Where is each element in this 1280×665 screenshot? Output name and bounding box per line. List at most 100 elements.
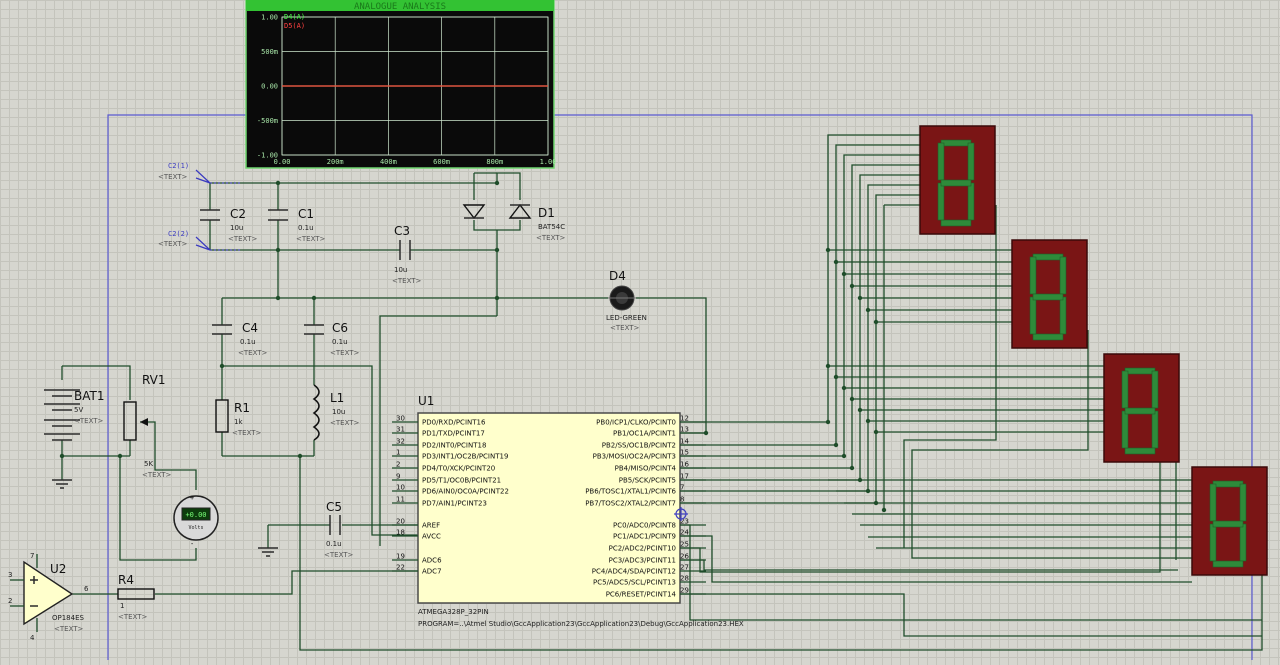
r1-name: R1 [234, 401, 250, 415]
display-segment [1121, 410, 1129, 449]
junction-dot [117, 453, 123, 459]
display-segment [937, 142, 945, 181]
display-segment [1124, 367, 1156, 375]
junction-dot [857, 477, 863, 483]
seven-segment-display-3[interactable] [1103, 353, 1180, 463]
u2-out-pin: 6 [84, 585, 89, 593]
u1-part: ATMEGA328P_32PIN [418, 608, 489, 616]
seven-segment-displays [919, 125, 1268, 576]
diode-d1[interactable]: D1 BAT54C <TEXT> [462, 203, 566, 242]
display-segment [1029, 256, 1037, 295]
capacitor-c2[interactable]: C2 10u <TEXT> [200, 207, 258, 243]
u1-pin-label: PC2/ADC2/PCINT10 [609, 545, 676, 553]
u1-pin-number: 16 [680, 461, 689, 469]
u1-pin-label: PC4/ADC4/SDA/PCINT12 [592, 568, 676, 576]
capacitor-c1[interactable]: C1 0.1u <TEXT> [268, 207, 326, 243]
c4-name: C4 [242, 321, 258, 335]
voltmeter[interactable]: +0.00 Volts + - [173, 494, 219, 548]
graph-x-tick: 400m [380, 158, 397, 166]
junction-dot [275, 295, 281, 301]
u1-pin-label: PD0/RXD/PCINT16 [422, 419, 486, 427]
graph-y-tick: 0.00 [261, 83, 278, 91]
junction-dot [297, 453, 303, 459]
u2-value: OP184ES [52, 614, 85, 622]
c3-text: <TEXT> [392, 277, 422, 285]
display-segment [1209, 523, 1217, 562]
c2-text: <TEXT> [228, 235, 258, 243]
display-segment [1059, 256, 1067, 295]
graph-y-tick: 1.00 [261, 14, 278, 22]
graph-x-tick: 1.00 [540, 158, 557, 166]
junction-dot [865, 488, 871, 494]
u2-pin-4: 4 [30, 634, 35, 642]
junction-dot [494, 295, 500, 301]
junction-dot [494, 180, 500, 186]
u1-pin-number: 15 [680, 449, 689, 457]
u1-program: PROGRAM=..\Atmel Studio\GccApplication23… [418, 620, 744, 628]
resistor-r1[interactable]: R1 1k <TEXT> [215, 399, 262, 437]
seven-segment-display-2[interactable] [1011, 239, 1088, 349]
sheet-border [107, 114, 1253, 660]
probe-marker[interactable] [674, 507, 688, 521]
seven-segment-display-1[interactable] [919, 125, 996, 235]
junction-dot [873, 429, 879, 435]
junction-dot [703, 430, 709, 436]
c5-text: <TEXT> [324, 551, 354, 559]
display-segment [1209, 483, 1217, 522]
capacitor-c6[interactable]: C6 0.1u <TEXT> [304, 321, 360, 357]
display-segment [1151, 370, 1159, 409]
opamp-u2[interactable]: U2 6 7 3 2 4 OP184ES <TEXT> [8, 552, 89, 642]
u1-pin-label: PD5/T1/OC0B/PCINT21 [422, 477, 501, 485]
capacitor-c4[interactable]: C4 0.1u <TEXT> [212, 321, 268, 357]
c2-name: C2 [230, 207, 246, 221]
u2-pin-2: 2 [8, 597, 12, 605]
u1-right-pins: 12PB0/ICP1/CLKO/PCINT013PB1/OC1A/PCINT11… [585, 415, 706, 599]
junction-dot [311, 295, 317, 301]
potentiometer-rv1[interactable]: RV1 5K <TEXT> [123, 373, 172, 479]
capacitor-c3[interactable]: C3 10u <TEXT> [392, 224, 422, 285]
voltmeter-readout: +0.00 [185, 511, 206, 519]
u1-pin-label: PB4/MISO/PCINT4 [615, 465, 677, 473]
u1-pin-label: PC0/ADC0/PCINT8 [613, 522, 676, 530]
u2-pin-3: 3 [8, 571, 12, 579]
display-segment [940, 179, 972, 187]
u1-pin-label: PC6/RESET/PCINT14 [606, 591, 677, 599]
display-segment [1124, 447, 1156, 455]
analogue-graph[interactable]: ANALOGUE ANALYSIS 1.00500m0.00-500m-1.00… [245, 0, 557, 169]
display-segment [1212, 560, 1244, 568]
display-segment [1124, 407, 1156, 415]
resistor-r4[interactable]: R4 1 <TEXT> [117, 573, 155, 621]
inductor-l1[interactable]: L1 10u <TEXT> [312, 384, 360, 441]
battery-bat1[interactable]: BAT1 5V <TEXT> [44, 389, 104, 441]
capacitor-c5[interactable]: C5 0.1u <TEXT> [324, 500, 354, 559]
rv1-text: <TEXT> [142, 471, 172, 479]
u1-pin-label: PB5/SCK/PCINT5 [619, 477, 676, 485]
junction-dot [59, 453, 65, 459]
graph-y-tick: 500m [261, 48, 278, 56]
rv1-name: RV1 [142, 373, 166, 387]
d4-text: <TEXT> [610, 324, 640, 332]
r4-text: <TEXT> [118, 613, 148, 621]
voltmeter-unit: Volts [188, 525, 203, 531]
terminal-c2-1[interactable]: C2(1) <TEXT> [158, 162, 240, 184]
u1-pin-label: PD7/AIN1/PCINT23 [422, 500, 487, 508]
terminal-c2-2[interactable]: C2(2) <TEXT> [158, 230, 240, 251]
u1-pin-number: 18 [396, 529, 405, 537]
u1-pin-number: 13 [680, 426, 689, 434]
seven-segment-display-4[interactable] [1191, 466, 1268, 576]
junction-dot [849, 283, 855, 289]
u1-pin-number: 17 [680, 473, 689, 481]
led-d4[interactable]: D4 LED-GREEN <TEXT> [606, 269, 647, 332]
u2-text: <TEXT> [54, 625, 84, 633]
display-segment [967, 182, 975, 221]
d1-text: <TEXT> [536, 234, 566, 242]
c1-text: <TEXT> [296, 235, 326, 243]
display-segment [1029, 296, 1037, 335]
display-segment [1239, 523, 1247, 562]
d4-value: LED-GREEN [606, 314, 647, 322]
graph-y-tick: -500m [257, 117, 278, 125]
junction-dot [849, 396, 855, 402]
legend-d4: D4(A) [284, 13, 305, 21]
